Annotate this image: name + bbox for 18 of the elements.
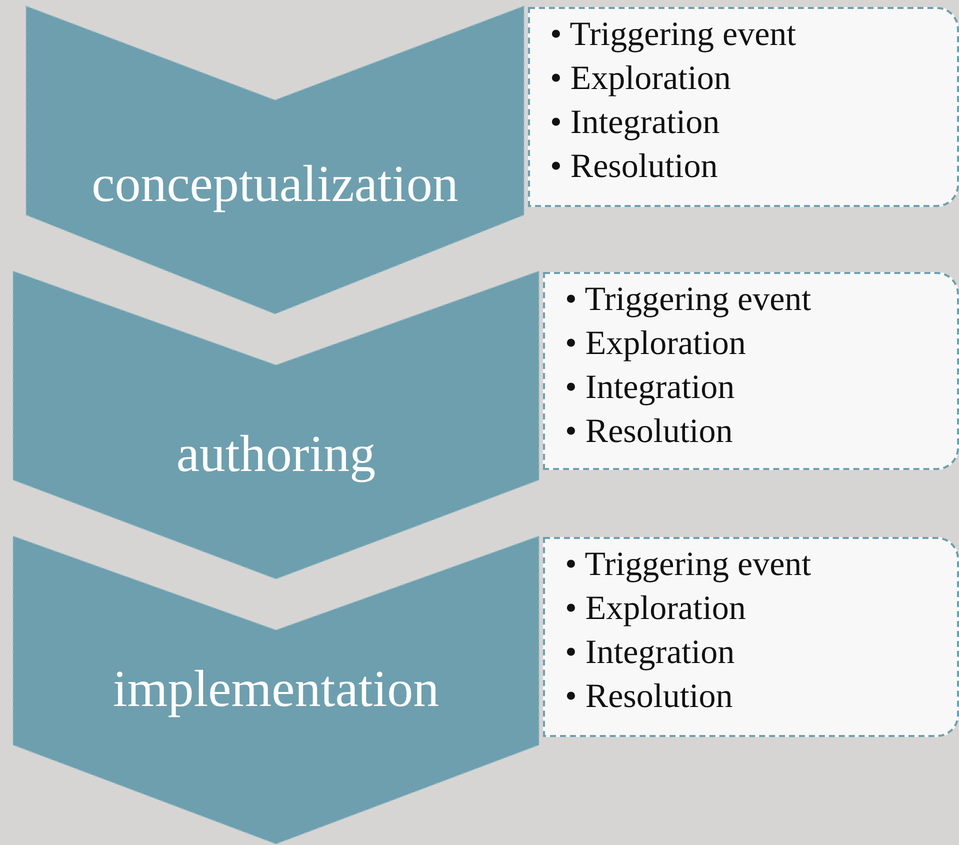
text-box	[543, 537, 959, 737]
bullet-item: • Triggering event	[565, 545, 812, 585]
bullet-item: • Integration	[550, 103, 720, 143]
stage-label: implementation	[112, 660, 440, 719]
bullet-item: • Exploration	[565, 324, 746, 364]
bullet-item: • Resolution	[550, 147, 718, 187]
stage-label: authoring	[175, 425, 377, 484]
bullet-item: • Exploration	[550, 59, 731, 99]
text-box	[543, 272, 959, 470]
text-box	[528, 7, 959, 207]
bullet-item: • Exploration	[565, 589, 746, 629]
bullet-item: • Triggering event	[565, 280, 812, 320]
bullet-item: • Integration	[565, 633, 735, 673]
bullet-item: • Triggering event	[550, 15, 796, 55]
bullet-item: • Resolution	[565, 677, 733, 717]
bullet-item: • Resolution	[565, 412, 733, 452]
stage-label: conceptualization	[90, 155, 460, 214]
bullet-item: • Integration	[565, 368, 735, 408]
